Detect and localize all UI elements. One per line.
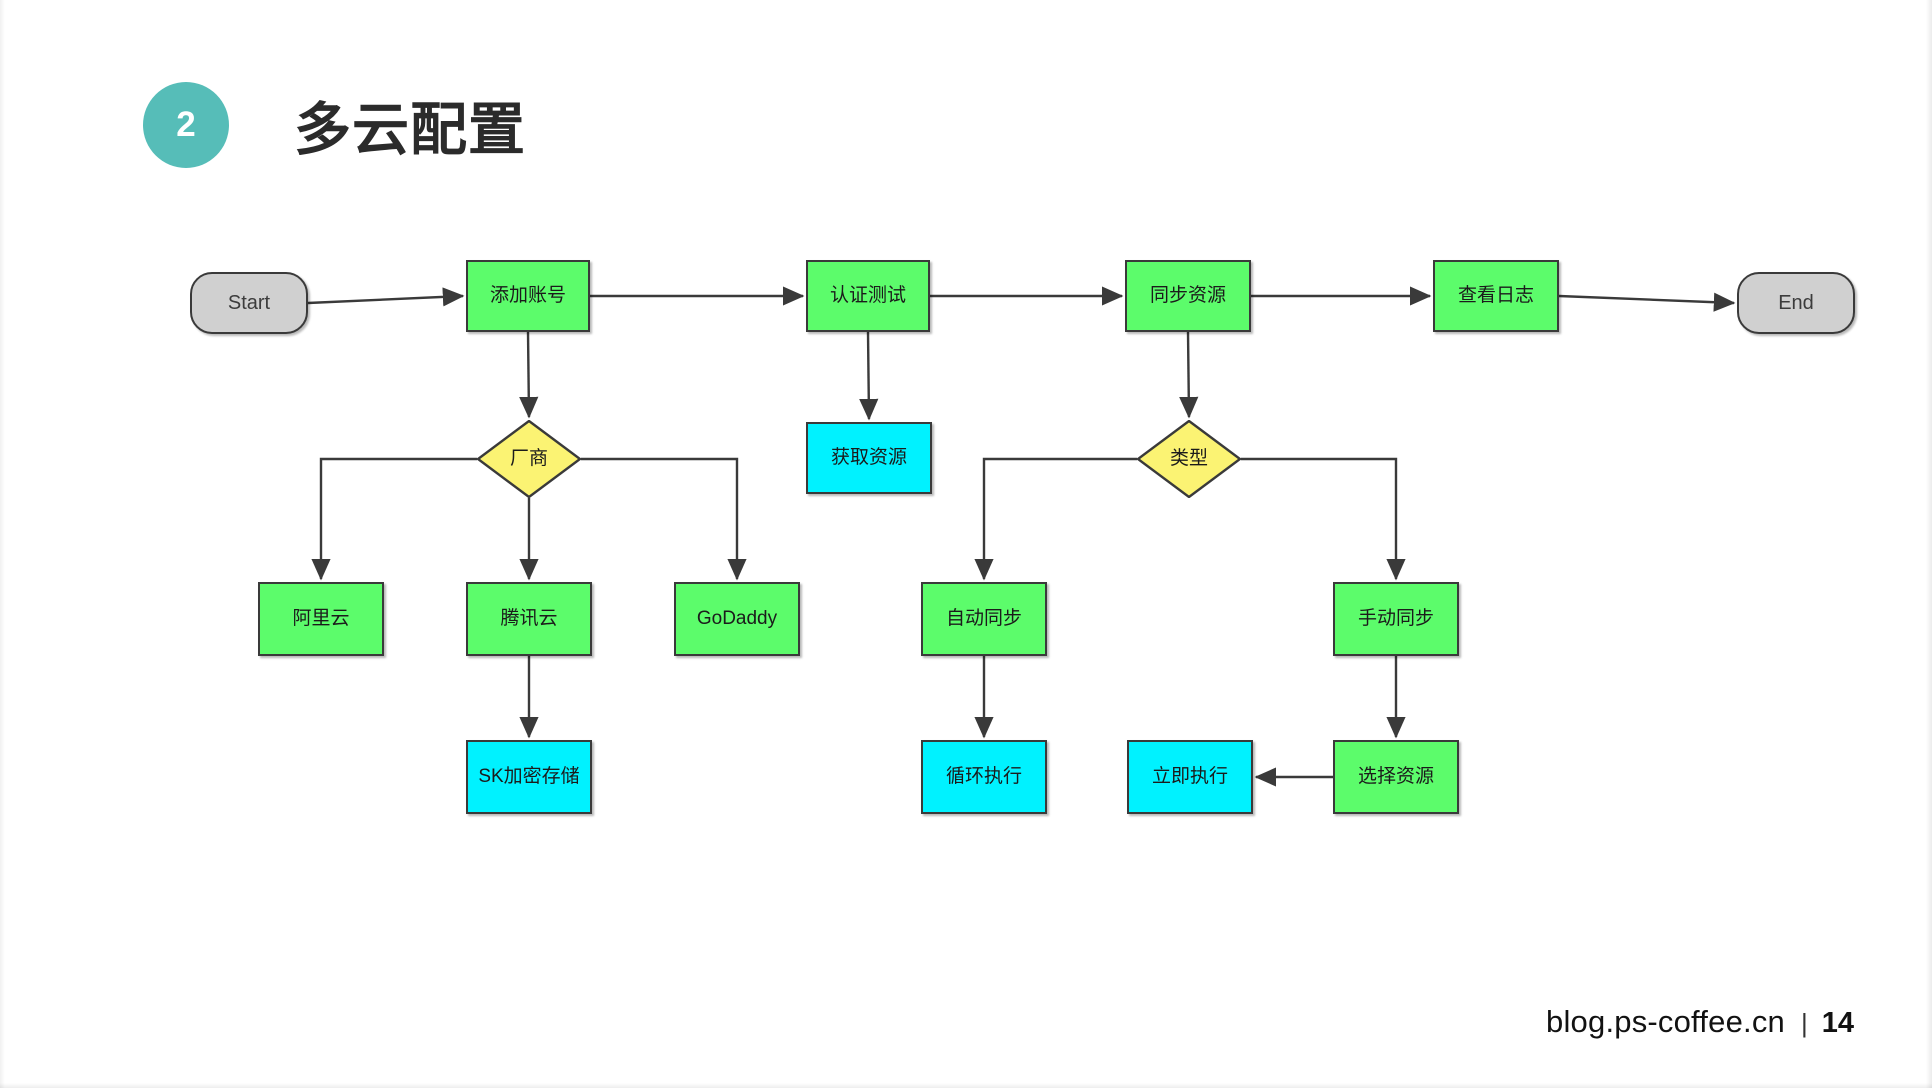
flow-edge-vendor-to-godaddy — [581, 457, 747, 581]
flow-node-get_res[interactable]: 获取资源 — [806, 422, 932, 494]
flow-node-label-auth_test: 认证测试 — [829, 285, 906, 307]
flow-edge-type-to-auto_sync — [974, 457, 1137, 581]
flow-edge-type-to-manual_sync — [1241, 457, 1406, 581]
diamond-shape-icon — [477, 420, 581, 498]
flow-node-end[interactable]: End — [1737, 272, 1855, 334]
slide-footer: blog.ps-coffee.cn | 14 — [1546, 1004, 1854, 1040]
flow-node-label-vendor: 厂商 — [509, 448, 548, 470]
flow-edge-add_account-to-vendor — [519, 331, 539, 419]
flow-node-sync_res[interactable]: 同步资源 — [1125, 260, 1251, 332]
flow-node-add_account[interactable]: 添加账号 — [466, 260, 590, 332]
slide-edge-right — [1926, 0, 1932, 1088]
flow-node-label-end: End — [1778, 291, 1814, 314]
flow-node-label-pick_res: 选择资源 — [1357, 766, 1434, 788]
flow-edge-sync_res-to-type — [1179, 331, 1199, 419]
flow-edge-auth_test-to-get_res — [859, 331, 879, 421]
flow-node-loop_exec[interactable]: 循环执行 — [921, 740, 1047, 814]
footer-site-label: blog.ps-coffee.cn — [1546, 1004, 1785, 1039]
slide-header: 2 多云配置 — [143, 70, 526, 180]
step-number-label: 2 — [176, 105, 196, 144]
flow-node-vendor[interactable]: 厂商 — [477, 420, 581, 498]
flow-node-label-start: Start — [227, 291, 271, 314]
flow-node-godaddy[interactable]: GoDaddy — [674, 582, 800, 656]
flow-node-label-add_account: 添加账号 — [489, 285, 566, 307]
flow-node-manual_sync[interactable]: 手动同步 — [1333, 582, 1459, 656]
flow-node-label-type: 类型 — [1169, 448, 1208, 470]
step-number-badge: 2 — [143, 82, 229, 168]
flow-node-label-tencent: 腾讯云 — [500, 608, 558, 630]
flow-node-label-aliyun: 阿里云 — [292, 608, 350, 630]
flow-node-label-sk_store: SK加密存储 — [478, 766, 580, 788]
footer-separator: | — [1800, 1008, 1808, 1038]
slide-edge-bottom — [0, 1083, 1932, 1088]
flow-node-now_exec[interactable]: 立即执行 — [1127, 740, 1253, 814]
page-title: 多云配置 — [294, 98, 526, 162]
flow-node-auto_sync[interactable]: 自动同步 — [921, 582, 1047, 656]
flow-edge-vendor-to-aliyun — [311, 457, 477, 581]
flow-node-start[interactable]: Start — [190, 272, 308, 334]
flow-edge-start-to-add_account — [307, 287, 465, 307]
flow-node-label-view_logs: 查看日志 — [1457, 285, 1534, 307]
flow-node-view_logs[interactable]: 查看日志 — [1433, 260, 1559, 332]
flow-node-label-loop_exec: 循环执行 — [945, 766, 1022, 788]
flow-node-pick_res[interactable]: 选择资源 — [1333, 740, 1459, 814]
flow-node-label-auto_sync: 自动同步 — [945, 608, 1022, 630]
flow-node-label-godaddy: GoDaddy — [696, 608, 778, 630]
diamond-shape-icon — [1137, 420, 1241, 498]
flow-node-label-now_exec: 立即执行 — [1151, 766, 1228, 788]
flow-node-label-manual_sync: 手动同步 — [1357, 608, 1434, 630]
slide-edge-left — [0, 0, 5, 1088]
flow-edge-view_logs-to-end — [1558, 292, 1736, 312]
footer-page-number: 14 — [1821, 1007, 1854, 1039]
flow-node-type[interactable]: 类型 — [1137, 420, 1241, 498]
flow-node-label-sync_res: 同步资源 — [1149, 285, 1226, 307]
flow-node-sk_store[interactable]: SK加密存储 — [466, 740, 592, 814]
flow-node-label-get_res: 获取资源 — [830, 447, 907, 469]
flow-node-tencent[interactable]: 腾讯云 — [466, 582, 592, 656]
flow-node-aliyun[interactable]: 阿里云 — [258, 582, 384, 656]
flow-node-auth_test[interactable]: 认证测试 — [806, 260, 930, 332]
